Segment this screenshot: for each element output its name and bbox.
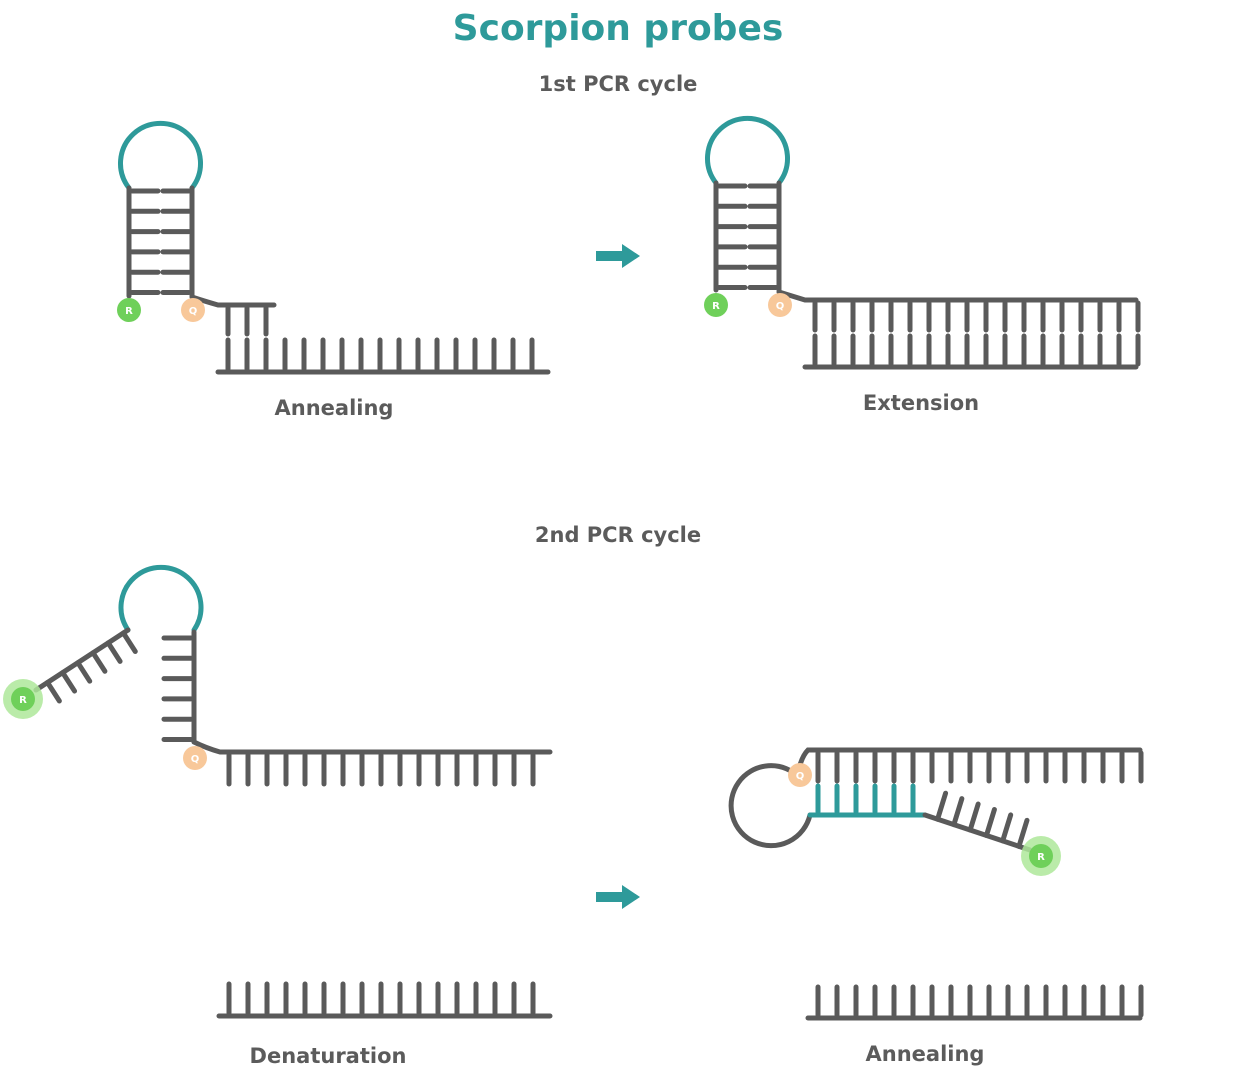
svg-text:Q: Q <box>191 754 200 765</box>
base-line <box>951 796 965 828</box>
probe-stem <box>161 629 197 745</box>
base-line <box>45 680 62 704</box>
quencher-dot: Q <box>181 298 205 322</box>
diagram-title: Scorpion probes <box>453 8 784 49</box>
probe-arm <box>33 627 138 704</box>
extension-label: Extension <box>863 391 979 415</box>
base-line <box>120 630 138 654</box>
double-strand <box>802 300 1141 370</box>
panel-annealing-second: R Q <box>728 747 1144 1021</box>
reporter-dot: R <box>117 298 141 322</box>
svg-text:R: R <box>125 306 133 317</box>
panel-denaturation: R Q <box>3 564 553 1019</box>
base-line <box>33 627 131 693</box>
first-cycle-heading: 1st PCR cycle <box>539 72 698 96</box>
base-line <box>60 670 78 694</box>
base-line <box>983 806 997 838</box>
base-line <box>75 660 93 684</box>
probe-tail <box>776 289 1139 303</box>
probe-tail <box>189 294 277 308</box>
target-strand <box>215 305 551 375</box>
probe-loop <box>118 564 204 633</box>
base-line <box>1000 812 1014 844</box>
product-bases <box>815 750 1144 784</box>
probe-stem <box>126 185 195 299</box>
product-bases <box>226 752 536 787</box>
reporter-dot-glowing: R <box>1021 836 1061 876</box>
base-line <box>935 790 949 822</box>
panel-extension: R Q <box>704 115 1141 370</box>
reporter-dot-glowing: R <box>3 679 43 719</box>
second-cycle-heading: 2nd PCR cycle <box>535 523 701 547</box>
probe-stem <box>713 180 782 293</box>
annealing-label-first: Annealing <box>275 396 394 420</box>
svg-text:Q: Q <box>189 306 198 317</box>
arrow-right-icon <box>596 244 640 268</box>
base-line <box>967 801 981 833</box>
reporter-dot: R <box>704 293 728 317</box>
svg-text:R: R <box>19 695 27 706</box>
svg-text:R: R <box>1037 852 1045 863</box>
denaturation-label: Denaturation <box>250 1044 407 1068</box>
product-strand <box>191 739 553 755</box>
arrow-right-icon <box>596 885 640 909</box>
template-strand <box>805 984 1144 1021</box>
svg-text:Q: Q <box>776 301 785 312</box>
probe-bases-hybridized <box>815 783 916 815</box>
template-strand <box>216 981 553 1019</box>
quencher-dot: Q <box>768 293 792 317</box>
quencher-dot: Q <box>788 763 812 787</box>
product-strand <box>797 747 1143 768</box>
svg-text:Q: Q <box>796 771 805 782</box>
probe-loop <box>705 115 790 186</box>
annealing-label-second: Annealing <box>866 1042 985 1066</box>
base-line <box>922 812 1033 853</box>
probe-loop <box>118 120 203 191</box>
panel-annealing-first: R Q <box>117 120 551 375</box>
base-line <box>105 640 123 664</box>
probe-loop <box>728 763 813 849</box>
probe-arm <box>922 790 1033 853</box>
quencher-dot: Q <box>183 746 207 770</box>
base-line <box>1016 817 1030 849</box>
svg-text:R: R <box>712 301 720 312</box>
base-line <box>90 650 108 674</box>
